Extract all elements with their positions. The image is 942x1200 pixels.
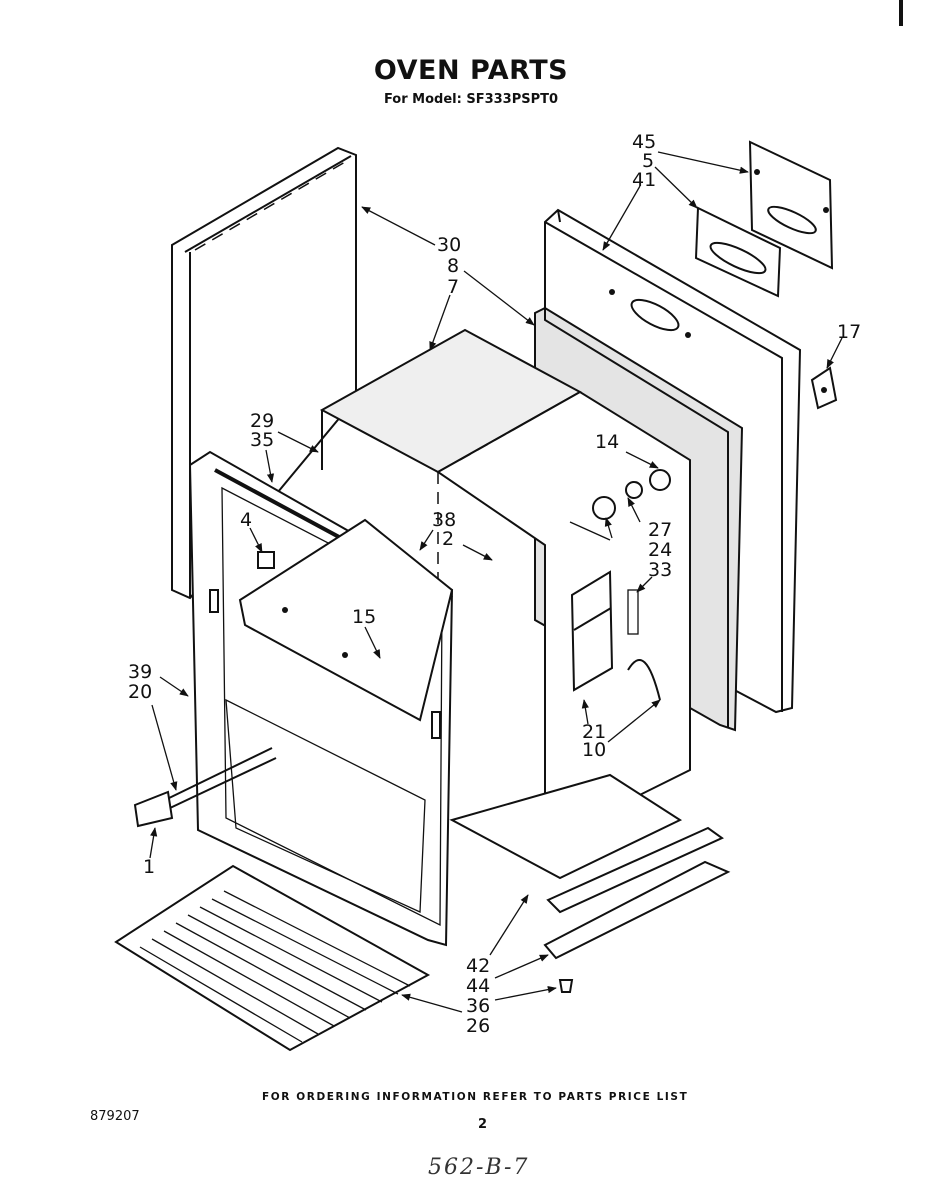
broil-element	[133, 747, 277, 828]
callout-42: 42	[466, 955, 490, 977]
callout-30: 30	[437, 234, 461, 256]
bracket-5	[694, 206, 782, 298]
bottom-tray	[449, 773, 731, 960]
callout-45: 45	[632, 131, 656, 153]
ordering-note: FOR ORDERING INFORMATION REFER TO PARTS …	[262, 1091, 689, 1103]
callout-39: 39	[128, 661, 152, 683]
oven-liner	[319, 328, 691, 844]
callout-33: 33	[648, 559, 672, 581]
handwritten-note: 562-B-7	[428, 1155, 530, 1180]
callout-8: 8	[447, 255, 459, 277]
model-subtitle: For Model: SF333PSPT0	[383, 92, 559, 107]
bracket-45	[748, 140, 834, 270]
callout-5: 5	[642, 150, 654, 172]
leader-lines	[149, 151, 843, 1013]
callout-29: 29	[250, 410, 274, 432]
callout-14: 14	[595, 431, 619, 453]
page-number: 2	[478, 1117, 488, 1132]
callout-7: 7	[447, 276, 459, 298]
callout-26: 26	[466, 1015, 490, 1037]
callout-21: 21	[582, 721, 606, 743]
callout-20: 20	[128, 681, 152, 703]
callout-17: 17	[837, 321, 861, 343]
callout-10: 10	[582, 739, 606, 761]
page-title: OVEN PARTS	[373, 55, 569, 86]
screw-36	[558, 979, 574, 993]
callout-38: 38	[432, 509, 456, 531]
callout-36: 36	[466, 995, 490, 1017]
callout-44: 44	[466, 975, 490, 997]
clip-17	[810, 366, 838, 410]
callout-35: 35	[250, 429, 274, 451]
callout-2: 2	[442, 528, 454, 550]
callout-4: 4	[240, 509, 252, 531]
oven-rack	[114, 864, 431, 1052]
callout-24: 24	[648, 539, 672, 561]
callout-15: 15	[352, 606, 376, 628]
document-code: 879207	[90, 1109, 140, 1124]
callout-41: 41	[632, 169, 656, 191]
front-frame	[188, 450, 454, 947]
page-edge-mark	[899, 0, 903, 26]
callout-27: 27	[648, 519, 672, 541]
callout-1: 1	[143, 856, 155, 878]
